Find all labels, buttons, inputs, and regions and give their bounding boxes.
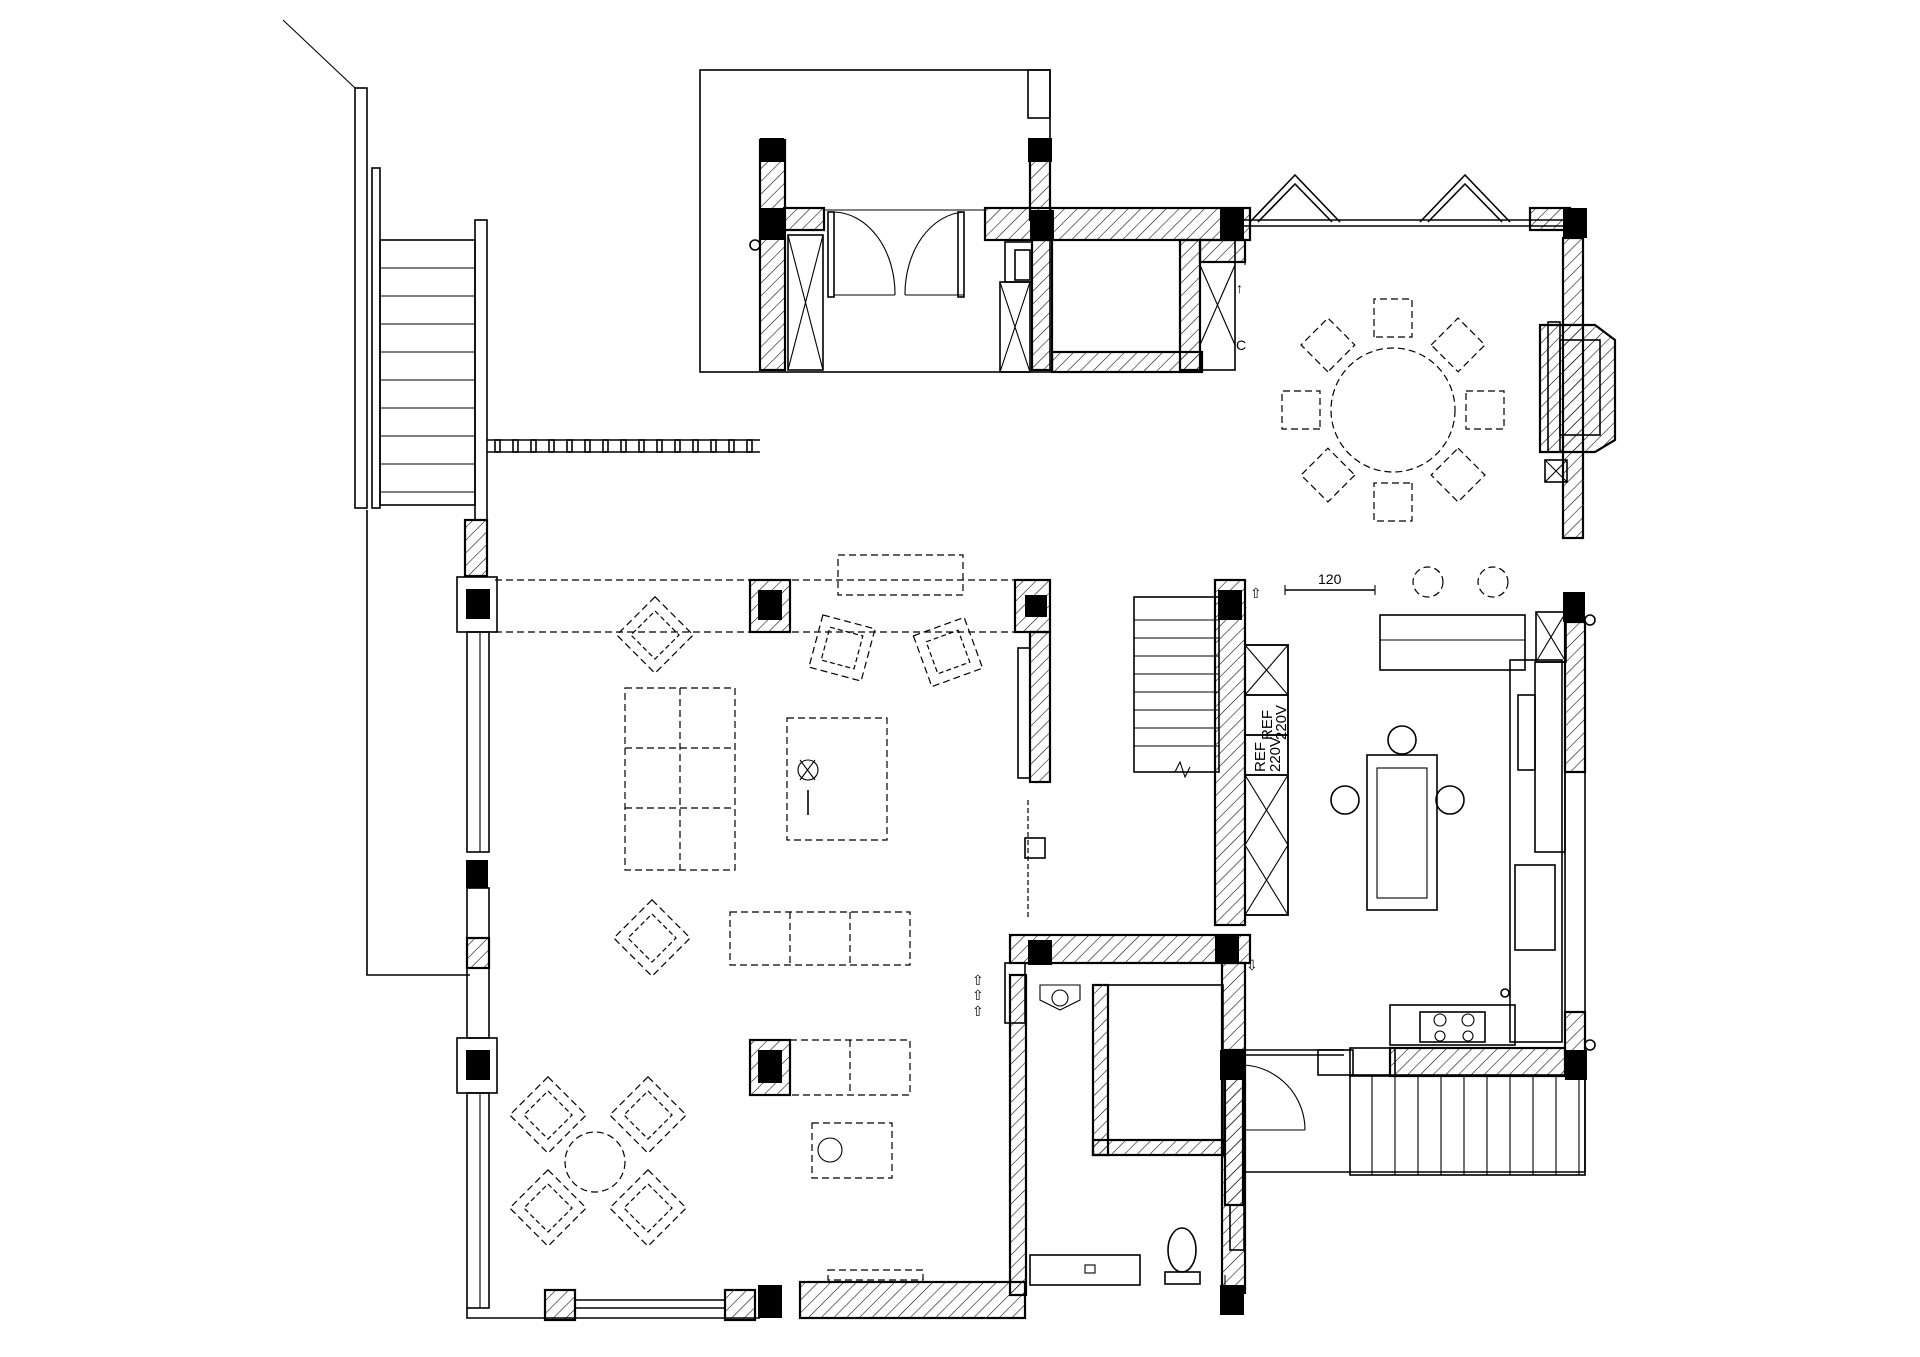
- hinge-marks: [1584, 614, 1596, 1051]
- railing-post: [530, 439, 537, 453]
- ref-voltage-1: 220V: [1273, 705, 1290, 740]
- svg-text:↑: ↑: [1236, 280, 1243, 296]
- railing-post: [746, 439, 753, 453]
- armchair: [612, 898, 692, 978]
- svg-text:⇧: ⇧: [972, 987, 984, 1003]
- dimension-label: 120: [1318, 571, 1342, 587]
- armchair: [608, 1075, 688, 1155]
- living-room-walls: [456, 518, 1052, 1322]
- railing-post: [566, 439, 573, 453]
- armchair-seat: [820, 626, 864, 670]
- left-exterior-stair: [282, 19, 760, 976]
- railing-post: [674, 439, 681, 453]
- armchair-seat: [925, 629, 971, 675]
- armchair-seat: [523, 1183, 573, 1233]
- railing-post: [692, 439, 699, 453]
- armchair: [508, 1075, 588, 1155]
- dining-chair: [1373, 298, 1413, 338]
- ref-voltage-2: 220V: [1267, 737, 1284, 772]
- entrance-vestibule: [699, 69, 1054, 373]
- ref-label-1: REF: [1259, 710, 1276, 740]
- interior-stair: ⇧: [1133, 578, 1262, 927]
- armchair: [615, 595, 695, 675]
- rear-exterior-stair: [1244, 1074, 1586, 1176]
- dining-chair: [1465, 390, 1505, 430]
- dining-chair: [1300, 447, 1356, 503]
- armchair-seat: [630, 610, 680, 660]
- railing-post: [620, 439, 627, 453]
- dining-chair: [1430, 317, 1486, 373]
- railing-post: [602, 439, 609, 453]
- armchair: [608, 1168, 688, 1248]
- railing-post: [548, 439, 555, 453]
- mid-walls: ⇩ ⇧ ⇧ ⇧: [972, 933, 1567, 1315]
- armchair-seat: [627, 913, 677, 963]
- dining-chair: [1281, 390, 1321, 430]
- armchair: [808, 614, 876, 682]
- armchair: [508, 1168, 588, 1248]
- svg-text:⇧: ⇧: [1250, 585, 1262, 601]
- armchair-seat: [623, 1183, 673, 1233]
- dining-chair: [1300, 317, 1356, 373]
- armchair-seat: [523, 1090, 573, 1140]
- dining-chair: [1430, 447, 1486, 503]
- railing-post: [638, 439, 645, 453]
- svg-text:⇩: ⇩: [1246, 957, 1258, 973]
- svg-text:C: C: [1236, 337, 1246, 353]
- railing-post: [728, 439, 735, 453]
- railing-post: [584, 439, 591, 453]
- svg-text:⇧: ⇧: [972, 1003, 984, 1019]
- kitchen: 120 REF 220V REF 220V: [1244, 566, 1587, 1080]
- svg-text:⇧: ⇧: [972, 972, 984, 988]
- railing-post: [656, 439, 663, 453]
- dining-room: [1220, 173, 1617, 540]
- living-furniture: [508, 595, 984, 1281]
- railing-post: [494, 439, 501, 453]
- ref-label-2: REF: [1252, 742, 1269, 772]
- stair-well-block: ↑ C: [983, 206, 1252, 374]
- dining-chair: [1373, 482, 1413, 522]
- railing-post: [710, 439, 717, 453]
- armchair: [912, 616, 984, 688]
- railing-post: [512, 439, 519, 453]
- armchair-seat: [623, 1090, 673, 1140]
